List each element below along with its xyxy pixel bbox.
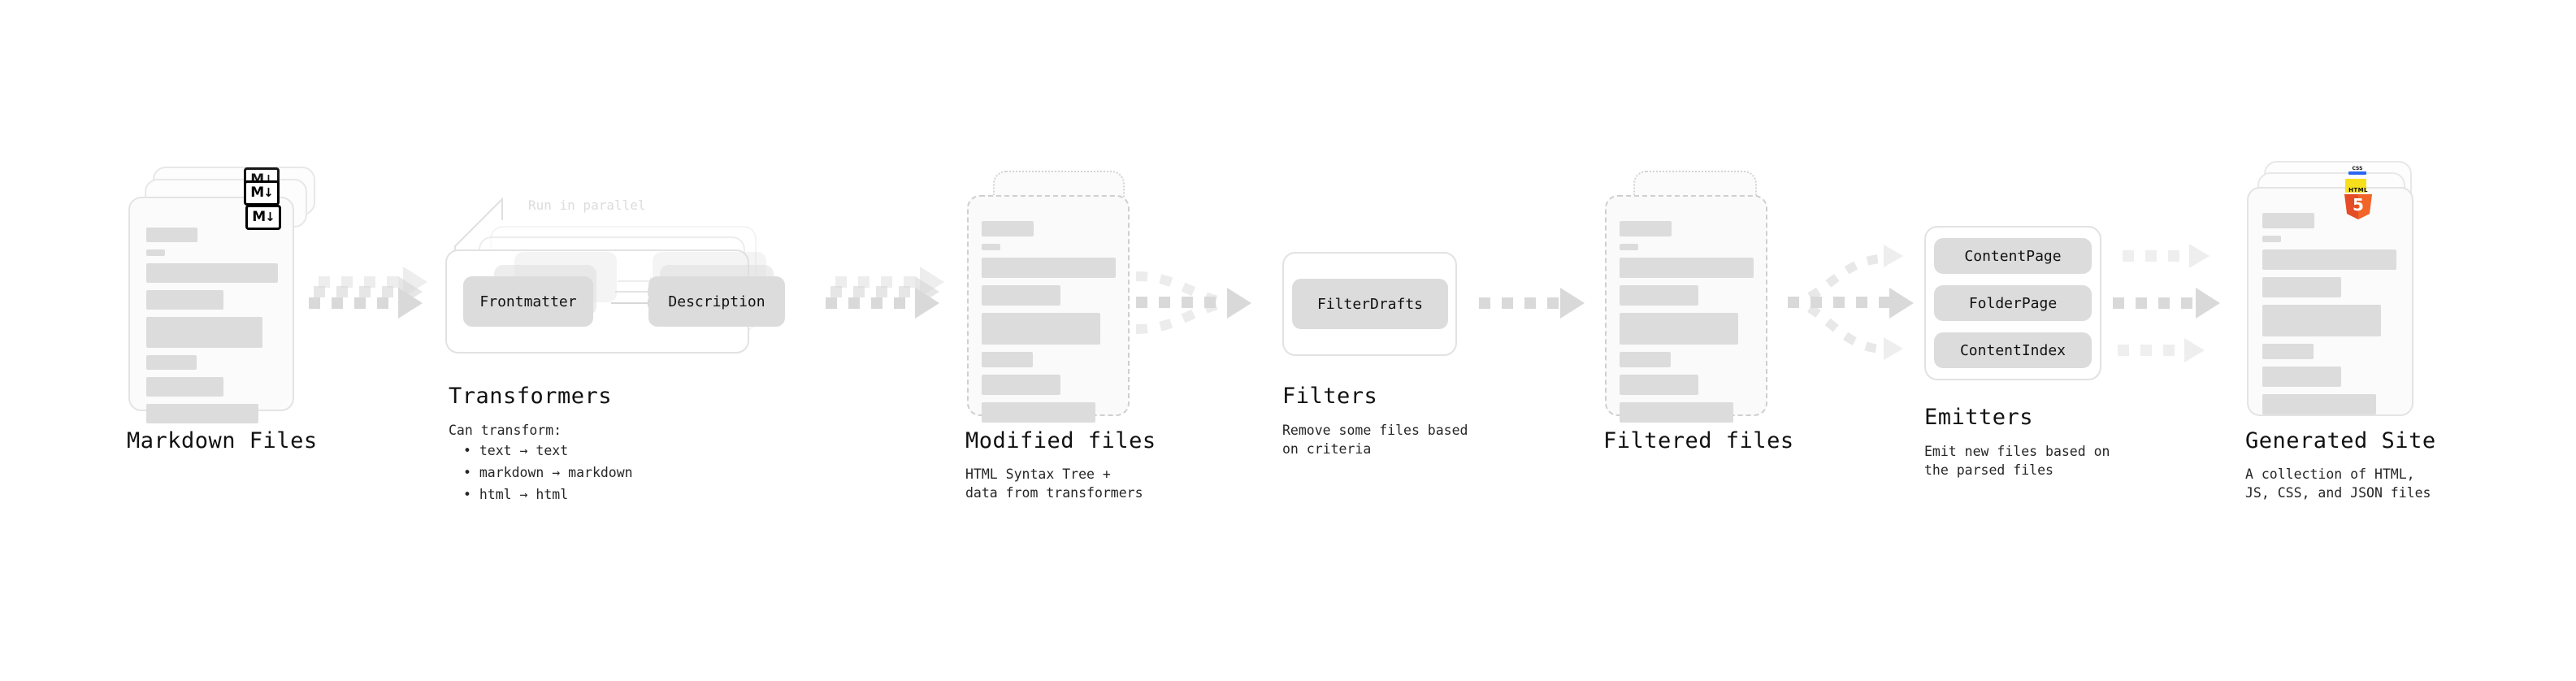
content-bar — [146, 290, 223, 310]
flow-arrow — [826, 288, 948, 319]
stage-title-generated-site: Generated Site — [2245, 428, 2436, 453]
flow-arrow — [1889, 288, 1922, 319]
content-bar — [146, 404, 258, 423]
stage-title-emitters: Emitters — [1924, 405, 2034, 430]
content-bar — [2262, 213, 2314, 228]
modified-files-caption: HTML Syntax Tree + data from transformer… — [965, 466, 1143, 501]
js-icon — [2345, 179, 2366, 193]
stage-title-markdown-files: Markdown Files — [127, 428, 318, 453]
content-bar — [982, 352, 1033, 367]
split-connector — [1787, 244, 1926, 374]
content-bar — [1620, 402, 1733, 423]
emitter-pill-contentindex[interactable]: ContentIndex — [1934, 332, 2092, 368]
stage-title-filtered-files: Filtered files — [1603, 428, 1794, 453]
flow-arrow — [1884, 337, 1911, 360]
filter-pill-filterdrafts[interactable]: FilterDrafts — [1292, 279, 1448, 329]
flow-arrow — [2113, 288, 2235, 319]
content-bar — [982, 402, 1095, 423]
content-bar — [982, 221, 1034, 236]
html5-icon: HTML 5 — [2344, 187, 2372, 219]
content-bar — [146, 355, 197, 370]
content-bar — [2262, 305, 2381, 336]
content-bar — [1620, 375, 1698, 395]
content-bar — [1620, 313, 1738, 345]
run-in-parallel-label: Run in parallel — [528, 197, 646, 213]
flow-arrow — [2118, 338, 2223, 362]
css3-icon: CSS — [2348, 166, 2366, 176]
transformers-bullet-2: • markdown → markdown — [463, 465, 633, 480]
generated-site-caption: A collection of HTML, JS, CSS, and JSON … — [2245, 466, 2431, 501]
content-bar — [2262, 367, 2341, 387]
filtered-card-content — [1620, 221, 1754, 430]
emitters-caption: Emit new files based on the parsed files — [1924, 444, 2110, 478]
modified-card-content — [982, 221, 1116, 430]
content-bar — [982, 244, 1000, 250]
content-bar — [146, 317, 262, 348]
content-bar — [146, 228, 197, 242]
content-bar — [146, 263, 278, 283]
content-bar — [2262, 394, 2376, 414]
content-bar — [982, 285, 1060, 306]
flow-arrow — [2123, 244, 2228, 268]
content-bar — [982, 313, 1100, 345]
transformers-bullet-1: • text → text — [463, 443, 569, 458]
content-bar — [2262, 277, 2341, 297]
stage-title-filters: Filters — [1282, 384, 1378, 409]
transformers-bullet-3: • html → html — [463, 487, 569, 502]
emitter-pill-contentpage[interactable]: ContentPage — [1934, 238, 2092, 274]
transformer-pill-description[interactable]: Description — [648, 276, 785, 327]
content-bar — [1620, 352, 1671, 367]
html5-label: HTML — [2348, 187, 2368, 193]
html5-digit: 5 — [2353, 195, 2364, 215]
content-bar — [1620, 221, 1672, 236]
markdown-icon: M↓ — [245, 205, 281, 230]
flow-arrow — [1884, 245, 1911, 267]
transformer-pill-frontmatter[interactable]: Frontmatter — [463, 276, 593, 327]
content-bar — [1620, 258, 1754, 278]
content-bar — [146, 249, 165, 256]
content-bar — [1620, 285, 1698, 306]
stage-title-transformers: Transformers — [449, 384, 613, 409]
content-bar — [982, 258, 1116, 278]
content-bar — [2262, 236, 2281, 242]
markdown-icon-back-1: M↓ — [244, 180, 280, 206]
markdown-card-content — [146, 228, 278, 431]
site-card-content — [2262, 213, 2396, 422]
stage-title-modified-files: Modified files — [965, 428, 1156, 453]
content-bar — [1620, 244, 1638, 250]
transformers-caption: Can transform: — [449, 423, 562, 438]
filters-caption: Remove some files based on criteria — [1282, 423, 1468, 457]
content-bar — [2262, 249, 2396, 270]
content-bar — [2262, 344, 2314, 359]
flow-arrow — [309, 288, 431, 319]
flow-arrow — [1479, 288, 1601, 319]
content-bar — [146, 377, 223, 397]
content-bar — [982, 375, 1060, 395]
emitter-pill-folderpage[interactable]: FolderPage — [1934, 285, 2092, 321]
merge-connector — [1135, 252, 1282, 358]
flow-arrow — [1227, 288, 1260, 319]
